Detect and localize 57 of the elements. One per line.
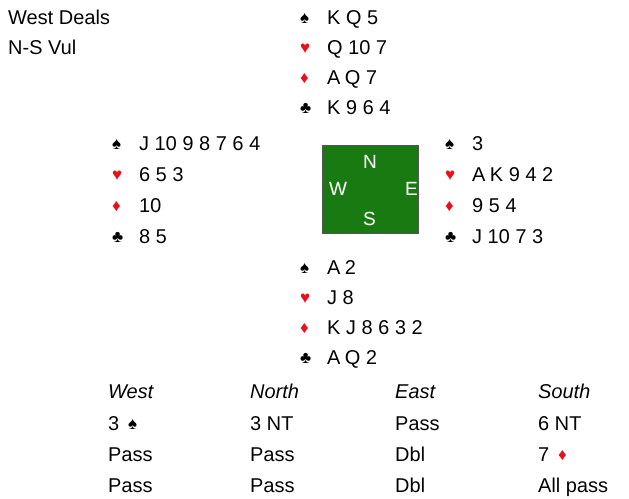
text-label: Pass — [250, 474, 294, 498]
text-label: A Q 2 — [327, 346, 378, 370]
direction-label: E — [405, 179, 418, 201]
text-label: 8 5 — [139, 225, 167, 249]
suit-symbol: ♦ — [112, 195, 121, 217]
suit-symbol: ♠ — [445, 133, 454, 155]
suit-symbol: ♦ — [300, 317, 309, 339]
suit-symbol: ♠ — [112, 133, 122, 155]
direction-label: N — [363, 152, 377, 174]
suit-symbol: ♦ — [300, 67, 309, 89]
direction-label: W — [329, 179, 347, 201]
text-label: 3 — [108, 412, 120, 436]
column-header: West — [108, 380, 154, 404]
text-label: All pass — [538, 474, 608, 498]
suit-symbol: ♣ — [112, 226, 124, 248]
suit-symbol: ♥ — [300, 37, 310, 59]
text-label: 10 — [139, 194, 162, 218]
text-label: Dbl — [395, 474, 426, 498]
suit-symbol: ♥ — [300, 287, 310, 309]
text-label: J 10 7 3 — [472, 225, 544, 249]
text-label: West Deals — [8, 6, 110, 30]
suit-symbol: ♠ — [300, 7, 310, 29]
column-header: North — [250, 380, 299, 404]
text-label: 3 NT — [250, 412, 294, 436]
text-label: Pass — [108, 474, 152, 498]
text-label: Q 10 7 — [327, 36, 388, 60]
suit-symbol: ♣ — [445, 226, 456, 248]
column-header: South — [538, 380, 590, 404]
text-label: 9 5 4 — [472, 194, 516, 218]
text-label: K 9 6 4 — [327, 96, 390, 120]
column-header: East — [395, 380, 436, 404]
text-label: Pass — [250, 443, 294, 467]
suit-symbol: ♦ — [445, 195, 454, 217]
suit-symbol: ♥ — [445, 164, 456, 186]
text-label: Pass — [108, 443, 152, 467]
compass-box — [322, 145, 419, 234]
text-label: Dbl — [395, 443, 426, 467]
suit-symbol: ♥ — [112, 164, 122, 186]
text-label: 3 — [472, 132, 484, 156]
text-label: J 10 9 8 7 6 4 — [139, 132, 260, 156]
text-label: A Q 7 — [327, 66, 378, 90]
suit-symbol: ♠ — [300, 257, 310, 279]
text-label: A 2 — [327, 256, 356, 280]
text-label: 7 — [538, 443, 550, 467]
text-label: K J 8 6 3 2 — [327, 316, 423, 340]
text-label: J 8 — [327, 286, 354, 310]
text-label: Pass — [395, 412, 440, 436]
suit-symbol: ♦ — [558, 444, 567, 466]
suit-symbol: ♠ — [128, 413, 138, 435]
suit-symbol: ♣ — [300, 347, 312, 369]
text-label: 6 5 3 — [139, 163, 184, 187]
suit-symbol: ♣ — [300, 97, 312, 119]
text-label: N-S Vul — [8, 36, 76, 60]
text-label: A K 9 4 2 — [472, 163, 554, 187]
text-label: K Q 5 — [327, 6, 378, 30]
direction-label: S — [363, 209, 376, 231]
text-label: 6 NT — [538, 412, 582, 436]
